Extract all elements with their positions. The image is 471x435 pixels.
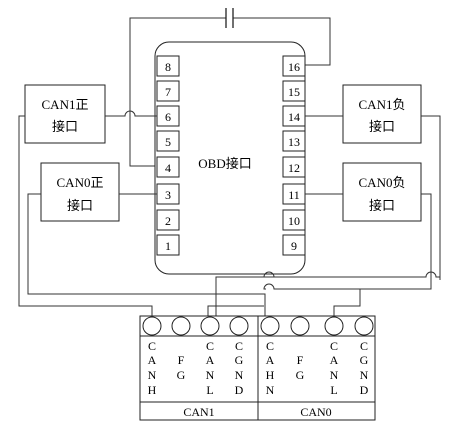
svg-text:D: D <box>360 383 369 397</box>
obd-pin-12: 12 <box>282 156 306 178</box>
obd-pin-3: 3 <box>156 183 180 205</box>
svg-text:N: N <box>360 368 369 382</box>
svg-text:N: N <box>330 368 339 382</box>
svg-text:4: 4 <box>165 161 171 175</box>
can1-neg-interface: CAN1负 接口 <box>342 84 422 144</box>
svg-text:G: G <box>177 368 186 382</box>
obd-pin-15: 15 <box>282 80 306 102</box>
svg-text:F: F <box>297 353 304 367</box>
svg-text:C: C <box>266 339 274 353</box>
svg-text:接口: 接口 <box>67 198 93 213</box>
terminal-screw-4 <box>229 316 249 336</box>
svg-text:C: C <box>360 339 368 353</box>
svg-text:G: G <box>296 368 305 382</box>
terminal-col-8-cgnd: C G N D <box>360 339 369 397</box>
terminal-screw-2 <box>171 316 191 336</box>
svg-text:10: 10 <box>288 214 300 228</box>
svg-text:14: 14 <box>288 110 300 124</box>
svg-text:A: A <box>330 353 339 367</box>
terminal-group-can0: CAN0 <box>300 405 331 419</box>
obd-label: OBD接口 <box>198 156 251 171</box>
terminal-screw-7 <box>324 316 344 336</box>
svg-text:3: 3 <box>165 188 171 202</box>
obd-pin-1: 1 <box>156 234 180 256</box>
obd-pin-7: 7 <box>156 80 180 102</box>
svg-text:9: 9 <box>291 239 297 253</box>
svg-text:A: A <box>148 353 157 367</box>
svg-text:CAN0负: CAN0负 <box>359 175 406 190</box>
obd-pin-4: 4 <box>156 156 180 178</box>
svg-text:N: N <box>266 383 275 397</box>
svg-text:F: F <box>178 353 185 367</box>
obd-pin-9: 9 <box>282 234 306 256</box>
terminal-col-5-cahn: C A H N <box>266 339 275 397</box>
svg-text:16: 16 <box>288 60 300 74</box>
terminal-col-6-fg: F G <box>296 353 305 382</box>
svg-text:15: 15 <box>288 85 300 99</box>
svg-text:N: N <box>206 368 215 382</box>
interface-wires <box>105 110 343 195</box>
terminal-col-4-cgnd: C G N D <box>235 339 244 397</box>
obd-pin-10: 10 <box>282 209 306 231</box>
svg-text:CAN0正: CAN0正 <box>57 175 104 190</box>
svg-text:5: 5 <box>165 135 171 149</box>
terminal-col-2-fg: F G <box>177 353 186 382</box>
obd-pin-2: 2 <box>156 209 180 231</box>
terminal-screw-5 <box>260 316 280 336</box>
svg-text:L: L <box>206 383 213 397</box>
svg-text:G: G <box>360 353 369 367</box>
svg-text:13: 13 <box>288 135 300 149</box>
obd-pin-6: 6 <box>156 105 180 127</box>
svg-text:7: 7 <box>165 85 171 99</box>
obd-left-pins: 8 7 6 5 4 3 2 1 <box>156 55 180 256</box>
svg-text:6: 6 <box>165 110 171 124</box>
svg-text:12: 12 <box>288 161 300 175</box>
terminal-screw-6 <box>290 316 310 336</box>
capacitor-wire <box>129 8 331 167</box>
terminal-col-1-canh: C A N H <box>148 339 157 397</box>
svg-text:A: A <box>266 353 275 367</box>
svg-text:H: H <box>266 368 275 382</box>
terminal-col-3-canl: C A N L <box>206 339 215 397</box>
svg-text:接口: 接口 <box>369 119 395 134</box>
obd-pin-16: 16 <box>282 55 306 77</box>
svg-text:C: C <box>206 339 214 353</box>
terminal-screw-8 <box>354 316 374 336</box>
terminal-block: C A N H F G C A N L C G N D C A H N F <box>139 315 376 421</box>
obd-pin-8: 8 <box>156 55 180 77</box>
svg-text:接口: 接口 <box>369 198 395 213</box>
svg-text:C: C <box>235 339 243 353</box>
svg-text:H: H <box>148 383 157 397</box>
svg-text:N: N <box>148 368 157 382</box>
svg-text:1: 1 <box>165 239 171 253</box>
svg-text:D: D <box>235 383 244 397</box>
svg-text:N: N <box>235 368 244 382</box>
svg-text:8: 8 <box>165 60 171 74</box>
obd-pin-13: 13 <box>282 130 306 152</box>
can0-pos-interface: CAN0正 接口 <box>40 162 120 222</box>
svg-text:CAN1正: CAN1正 <box>42 97 89 112</box>
svg-text:CAN1负: CAN1负 <box>359 97 406 112</box>
terminal-group-can1: CAN1 <box>183 405 214 419</box>
obd-pin-5: 5 <box>156 130 180 152</box>
svg-text:C: C <box>330 339 338 353</box>
can1-pos-interface: CAN1正 接口 <box>24 84 106 144</box>
terminal-screw-3 <box>200 316 220 336</box>
svg-text:L: L <box>330 383 337 397</box>
svg-text:2: 2 <box>165 214 171 228</box>
obd-right-pins: 16 15 14 13 12 11 10 9 <box>282 55 306 256</box>
terminal-screw-1 <box>142 316 162 336</box>
svg-text:接口: 接口 <box>52 119 78 134</box>
obd-pin-11: 11 <box>282 183 306 205</box>
terminal-wires <box>18 115 441 318</box>
terminal-col-7-canl: C A N L <box>330 339 339 397</box>
svg-text:C: C <box>148 339 156 353</box>
obd-pin-14: 14 <box>282 105 306 127</box>
svg-text:G: G <box>235 353 244 367</box>
svg-text:A: A <box>206 353 215 367</box>
can0-neg-interface: CAN0负 接口 <box>342 162 422 222</box>
svg-text:11: 11 <box>288 188 300 202</box>
